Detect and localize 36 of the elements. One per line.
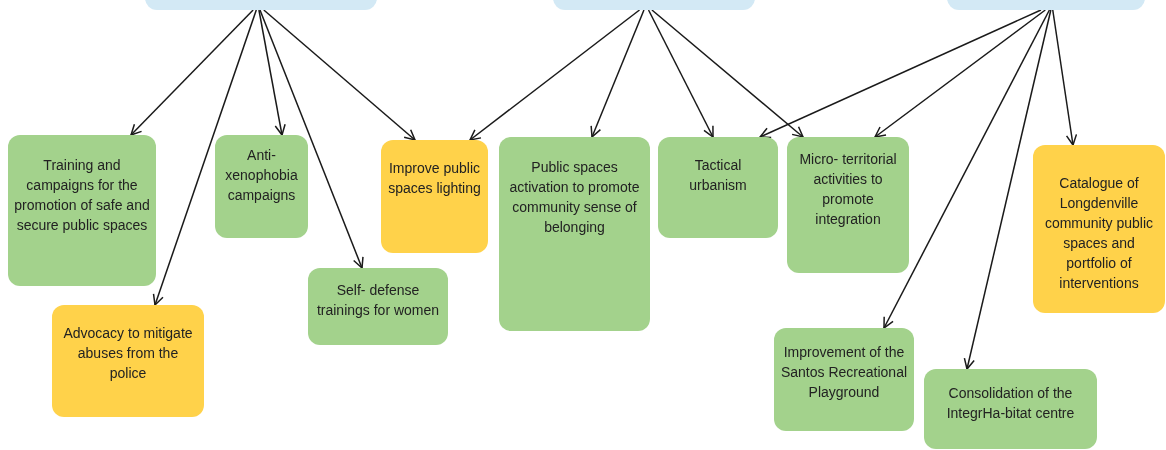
process-box xyxy=(381,140,488,253)
box-label: Consolidation of the IntegrHa-bitat centre xyxy=(945,384,1076,423)
box-label: Public spaces activation to promote community sense of belonging xyxy=(508,158,641,237)
process-box xyxy=(787,137,909,273)
process-box xyxy=(499,137,650,331)
arrow xyxy=(469,9,641,141)
box-label: Self- defense trainings for women xyxy=(315,281,441,320)
box-label: Improve public spaces lighting xyxy=(387,159,482,198)
process-box xyxy=(1033,145,1165,313)
box-label: Anti- xenophobia campaigns xyxy=(224,146,299,205)
arrow xyxy=(258,9,286,136)
arrow xyxy=(651,9,804,138)
process-box xyxy=(924,369,1097,449)
arrow xyxy=(1052,9,1078,146)
process-box xyxy=(8,135,156,286)
arrow xyxy=(963,9,1052,370)
box-label: Advocacy to mitigate abuses from the police xyxy=(62,324,194,383)
arrow xyxy=(590,9,645,138)
box-label: Micro- territorial activities to promote integration xyxy=(798,150,898,229)
arrow xyxy=(263,9,416,141)
arrow xyxy=(883,9,1051,329)
process-box xyxy=(658,137,778,238)
arrow xyxy=(874,9,1047,138)
process-box xyxy=(52,305,204,417)
arrow xyxy=(152,9,258,306)
box-label: Training and campaigns for the promotion of safe and secure public spaces xyxy=(14,156,150,235)
arrow xyxy=(759,9,1042,139)
arrow xyxy=(130,9,254,136)
box-label: Tactical urbanism xyxy=(688,156,748,195)
arrow xyxy=(647,9,714,138)
box-label: Catalogue of Longdenville community public spaces and portfolio of interventions xyxy=(1043,174,1155,293)
process-box xyxy=(774,328,914,431)
process-box xyxy=(308,268,448,345)
box-label: Improvement of the Santos Recreational Playground xyxy=(780,343,908,402)
arrow xyxy=(259,9,364,269)
process-box xyxy=(215,135,308,238)
